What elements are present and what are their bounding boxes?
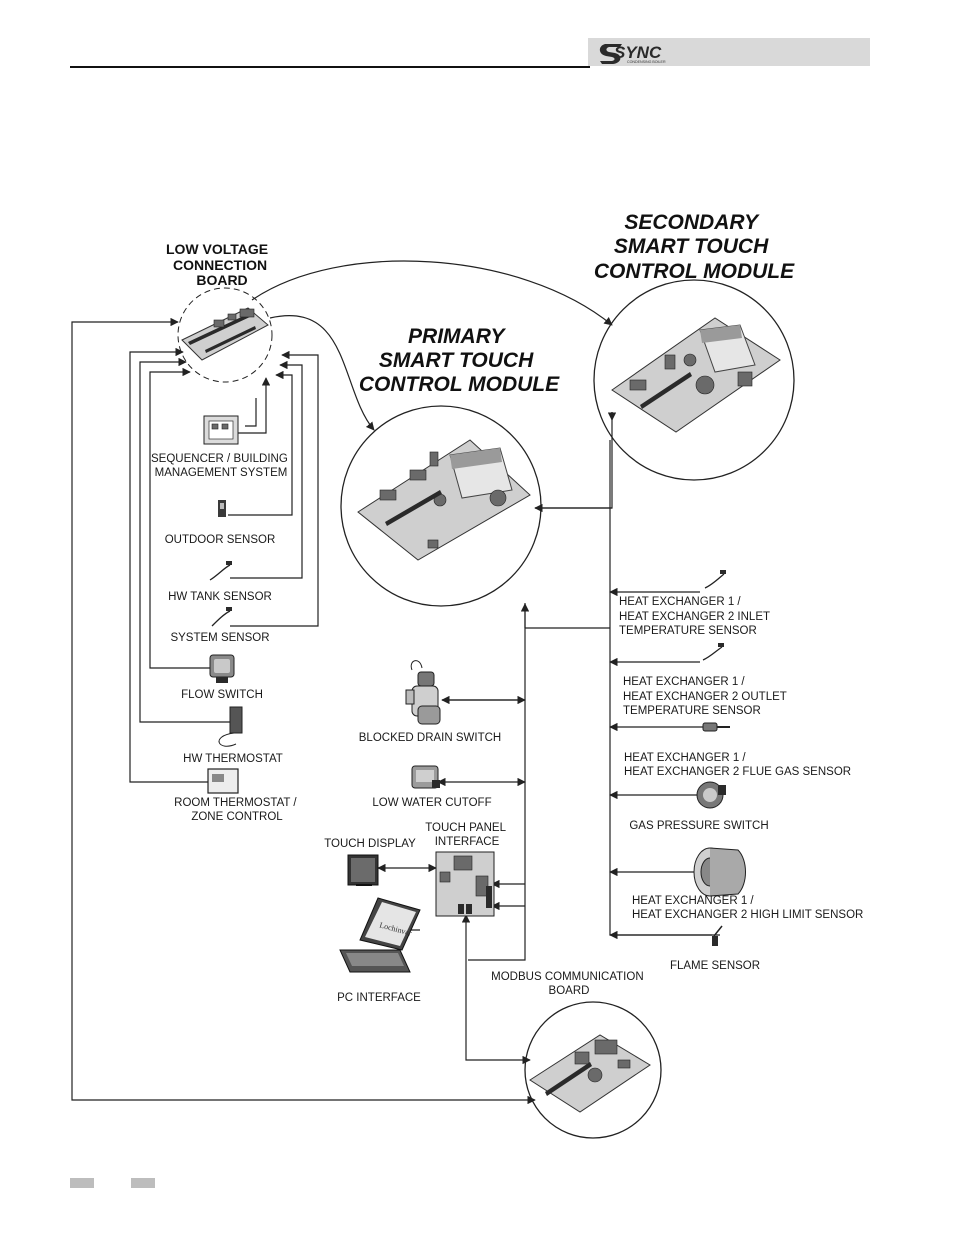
hw-tank-sensor-device xyxy=(209,561,232,581)
touch-display-label: TOUCH DISPLAY xyxy=(324,838,416,850)
hw-thermostat-device xyxy=(218,706,243,747)
touch-display-device xyxy=(347,854,379,886)
footer-mark-right xyxy=(131,1178,155,1188)
primary-module-title: PRIMARY SMART TOUCH CONTROL MODULE xyxy=(359,325,560,396)
outdoor-sensor-label: OUTDOOR SENSOR xyxy=(165,534,276,546)
outlet-sensor-device xyxy=(702,643,724,661)
low-voltage-board-title: LOW VOLTAGE CONNECTION BOARD xyxy=(166,241,272,288)
flue-gas-sensor-label: HEAT EXCHANGER 1 / HEAT EXCHANGER 2 FLUE… xyxy=(624,752,851,778)
system-sensor-device xyxy=(211,607,232,627)
room-thermostat-device xyxy=(207,768,239,794)
flow-switch-label: FLOW SWITCH xyxy=(181,689,263,701)
blocked-drain-label: BLOCKED DRAIN SWITCH xyxy=(359,732,502,744)
high-limit-sensor-device xyxy=(693,847,746,897)
low-voltage-board xyxy=(177,287,273,383)
secondary-module xyxy=(593,279,795,481)
flue-gas-sensor-device xyxy=(702,722,730,732)
pc-interface-label: PC INTERFACE xyxy=(337,992,421,1004)
sequencer-label: SEQUENCER / BUILDING MANAGEMENT SYSTEM xyxy=(151,453,291,479)
blocked-drain-switch-device xyxy=(405,660,441,725)
gas-pressure-label: GAS PRESSURE SWITCH xyxy=(629,820,768,832)
touch-panel-board xyxy=(435,851,495,917)
inlet-sensor-device xyxy=(704,570,726,589)
touch-panel-label: TOUCH PANEL INTERFACE xyxy=(425,822,509,848)
inlet-sensor-label: HEAT EXCHANGER 1 / HEAT EXCHANGER 2 INLE… xyxy=(619,596,773,637)
modbus-label: MODBUS COMMUNICATION BOARD xyxy=(491,971,647,997)
high-limit-label: HEAT EXCHANGER 1 / HEAT EXCHANGER 2 HIGH… xyxy=(632,895,863,921)
gas-pressure-switch-device xyxy=(696,781,726,809)
laptop-device: Lochinvar xyxy=(339,897,421,973)
sync-logo: SYNC CONDENSING BOILER xyxy=(599,43,666,64)
flow-switch-device xyxy=(209,654,235,683)
flame-sensor-device xyxy=(712,925,723,946)
low-water-cutoff-label: LOW WATER CUTOFF xyxy=(372,797,491,809)
modbus-board xyxy=(524,1001,662,1139)
footer-mark-left xyxy=(70,1178,94,1188)
outlet-sensor-label: HEAT EXCHANGER 1 / HEAT EXCHANGER 2 OUTL… xyxy=(623,676,790,717)
logo-text: SYNC xyxy=(614,43,662,62)
outdoor-sensor-device xyxy=(218,500,226,517)
logo-subtext: CONDENSING BOILER xyxy=(627,60,666,64)
low-water-cutoff-device xyxy=(411,765,440,789)
flame-sensor-label: FLAME SENSOR xyxy=(670,960,760,972)
room-thermostat-label: ROOM THERMOSTAT / ZONE CONTROL xyxy=(174,797,300,823)
system-sensor-label: SYSTEM SENSOR xyxy=(170,632,269,644)
hw-thermostat-label: HW THERMOSTAT xyxy=(183,753,283,765)
secondary-module-title: SECONDARY SMART TOUCH CONTROL MODULE xyxy=(594,211,795,283)
sequencer-device xyxy=(203,415,239,445)
header-logo-band xyxy=(588,38,870,66)
primary-module xyxy=(340,405,542,607)
hw-tank-sensor-label: HW TANK SENSOR xyxy=(168,591,272,603)
wiring xyxy=(71,260,720,1105)
